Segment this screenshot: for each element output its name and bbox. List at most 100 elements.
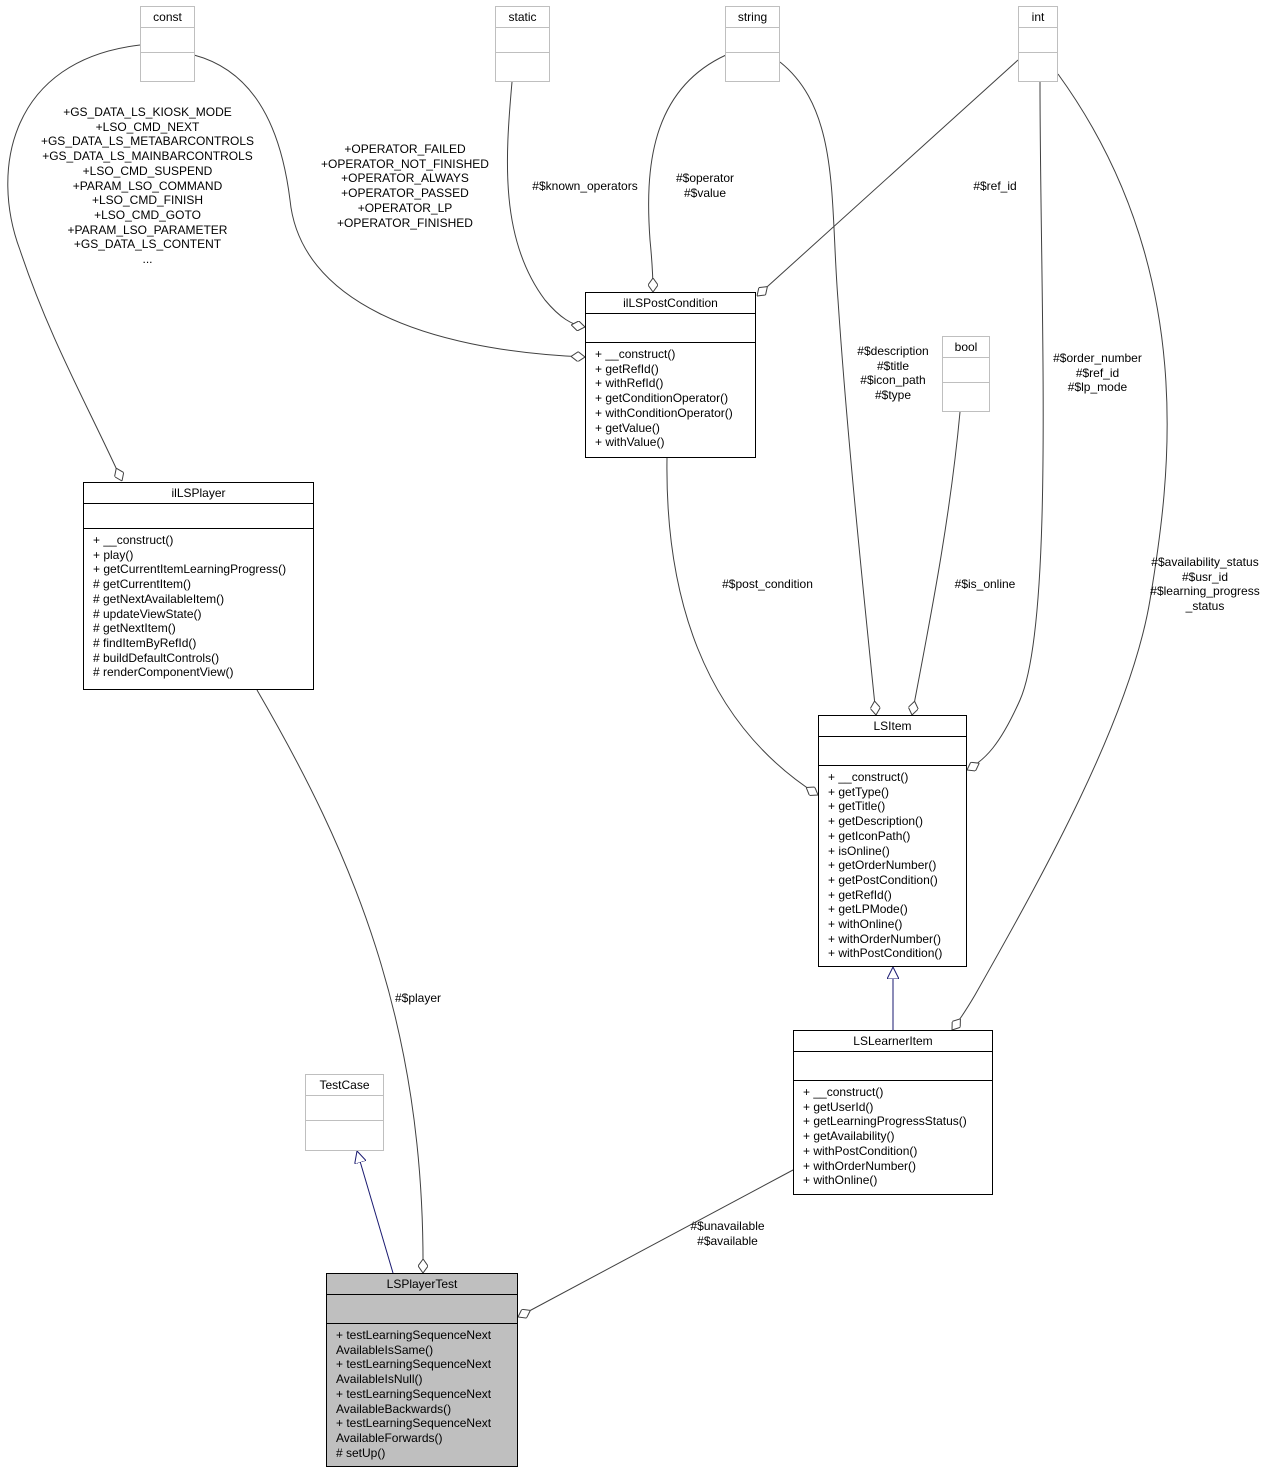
method: + withOrderNumber() bbox=[803, 1158, 917, 1173]
class-lslearneritem: LSLearnerItem + __construct() + getUserI… bbox=[793, 1030, 993, 1195]
class-name: int bbox=[1019, 7, 1057, 28]
class-name: const bbox=[141, 7, 194, 28]
method: + getIconPath() bbox=[828, 828, 911, 843]
class-bool: bool bbox=[942, 336, 990, 412]
methods-section: + testLearningSequenceNext AvailableIsSa… bbox=[327, 1324, 517, 1460]
attributes-section bbox=[726, 28, 779, 53]
method: + getRefId() bbox=[595, 361, 659, 376]
attributes-section bbox=[819, 737, 966, 766]
method: + getValue() bbox=[595, 420, 660, 435]
method: # setUp() bbox=[336, 1445, 386, 1460]
attributes-section bbox=[586, 314, 755, 343]
class-testcase: TestCase bbox=[305, 1074, 384, 1151]
edge-learneritem-playertest bbox=[518, 1169, 794, 1317]
edge-playertest-testcase-inheritance bbox=[357, 1151, 394, 1274]
method: # updateViewState() bbox=[93, 606, 202, 621]
method: + __construct() bbox=[803, 1085, 884, 1099]
method: AvailableIsNull() bbox=[336, 1372, 423, 1387]
edge-string-lsitem bbox=[779, 61, 876, 715]
method: + __construct() bbox=[93, 533, 174, 547]
method: # findItemByRefId() bbox=[93, 635, 197, 650]
edge-label-int-learneritem: #$availability_status #$usr_id #$learnin… bbox=[1150, 555, 1260, 614]
edge-label-learneritem-playertest: #$unavailable #$available bbox=[690, 1219, 765, 1248]
attributes-section bbox=[496, 28, 549, 53]
edge-label-string-lsitem: #$description #$title #$icon_path #$type bbox=[857, 344, 929, 403]
edge-int-lsitem bbox=[967, 81, 1044, 770]
method: + withConditionOperator() bbox=[595, 405, 733, 420]
methods-section: + __construct() + getType() + getTitle()… bbox=[819, 766, 966, 961]
method: # getNextItem() bbox=[93, 621, 176, 636]
method: + getLPMode() bbox=[828, 902, 908, 917]
edge-player-playertest bbox=[256, 689, 423, 1273]
method: + withPostCondition() bbox=[828, 946, 943, 961]
class-illspostcondition: ilLSPostCondition + __construct() + getR… bbox=[585, 292, 756, 458]
edge-const-player bbox=[7, 44, 141, 481]
attributes-section bbox=[306, 1096, 383, 1121]
attributes-section bbox=[84, 504, 313, 529]
edge-bool-lsitem bbox=[912, 411, 961, 715]
method: + withOrderNumber() bbox=[828, 931, 942, 946]
class-name: bool bbox=[943, 337, 989, 358]
method: + getDescription() bbox=[828, 814, 924, 829]
edge-postcondition-lsitem bbox=[666, 457, 818, 795]
class-lsitem: LSItem + __construct() + getType() + get… bbox=[818, 715, 967, 967]
class-lsplayertest: LSPlayerTest + testLearningSequenceNext … bbox=[326, 1273, 518, 1467]
method: + testLearningSequenceNext bbox=[336, 1386, 492, 1401]
class-name: static bbox=[496, 7, 549, 28]
method: # renderComponentView() bbox=[93, 665, 234, 680]
class-name: string bbox=[726, 7, 779, 28]
class-static: static bbox=[495, 6, 550, 82]
method: + getAvailability() bbox=[803, 1129, 895, 1144]
attributes-section bbox=[943, 358, 989, 383]
class-const: const bbox=[140, 6, 195, 82]
attributes-section bbox=[794, 1052, 992, 1081]
method: + __construct() bbox=[828, 770, 909, 784]
edge-int-learneritem bbox=[952, 73, 1168, 1030]
method: + testLearningSequenceNext bbox=[336, 1416, 492, 1431]
method: + withOnline() bbox=[828, 917, 903, 932]
method: # buildDefaultControls() bbox=[93, 650, 220, 665]
edge-label-int-postcondition: #$ref_id bbox=[973, 179, 1017, 193]
edge-label-static-postcondition: #$known_operators bbox=[532, 179, 638, 193]
method: + getOrderNumber() bbox=[828, 858, 937, 873]
method: + testLearningSequenceNext bbox=[336, 1328, 492, 1342]
method: # getNextAvailableItem() bbox=[93, 591, 225, 606]
edge-string-postcondition bbox=[649, 54, 727, 292]
method: + getRefId() bbox=[828, 887, 892, 902]
edge-label-postcondition-lsitem: #$post_condition bbox=[722, 577, 813, 591]
method: + getUserId() bbox=[803, 1099, 874, 1114]
methods-section: + __construct() + getUserId() + getLearn… bbox=[794, 1081, 992, 1188]
method: AvailableBackwards() bbox=[336, 1401, 452, 1416]
method: + getCurrentItemLearningProgress() bbox=[93, 562, 287, 577]
methods-section: + __construct() + getRefId() + withRefId… bbox=[586, 343, 755, 450]
edge-label-const-player: +GS_DATA_LS_KIOSK_MODE +LSO_CMD_NEXT +GS… bbox=[40, 105, 255, 267]
method: + withRefId() bbox=[595, 376, 664, 391]
edge-static-postcondition bbox=[506, 81, 585, 327]
class-int: int bbox=[1018, 6, 1058, 82]
method: AvailableIsSame() bbox=[336, 1342, 434, 1357]
method: # getCurrentItem() bbox=[93, 577, 192, 592]
method: + getTitle() bbox=[828, 799, 886, 814]
edge-label-string-postcondition: #$operator #$value bbox=[675, 171, 735, 200]
method: + __construct() bbox=[595, 347, 676, 361]
class-name: LSLearnerItem bbox=[794, 1031, 992, 1052]
class-name: ilLSPostCondition bbox=[586, 293, 755, 314]
method: + testLearningSequenceNext bbox=[336, 1357, 492, 1372]
edge-const-postcondition bbox=[193, 54, 585, 357]
method: + withOnline() bbox=[803, 1173, 878, 1188]
edge-label-int-lsitem: #$order_number #$ref_id #$lp_mode bbox=[1053, 351, 1142, 395]
method: + withValue() bbox=[595, 435, 665, 450]
method: + getLearningProgressStatus() bbox=[803, 1114, 967, 1129]
edge-int-postcondition bbox=[757, 59, 1019, 296]
method: AvailableForwards() bbox=[336, 1430, 443, 1445]
method: + getType() bbox=[828, 784, 890, 799]
attributes-section bbox=[141, 28, 194, 53]
edge-label-const-postcondition: +OPERATOR_FAILED +OPERATOR_NOT_FINISHED … bbox=[321, 142, 489, 230]
method: + getConditionOperator() bbox=[595, 391, 729, 406]
class-name: TestCase bbox=[306, 1075, 383, 1096]
edge-label-player-playertest: #$player bbox=[394, 991, 442, 1005]
methods-section: + __construct() + play() + getCurrentIte… bbox=[84, 529, 313, 680]
method: + getPostCondition() bbox=[828, 872, 938, 887]
method: + play() bbox=[93, 547, 134, 562]
